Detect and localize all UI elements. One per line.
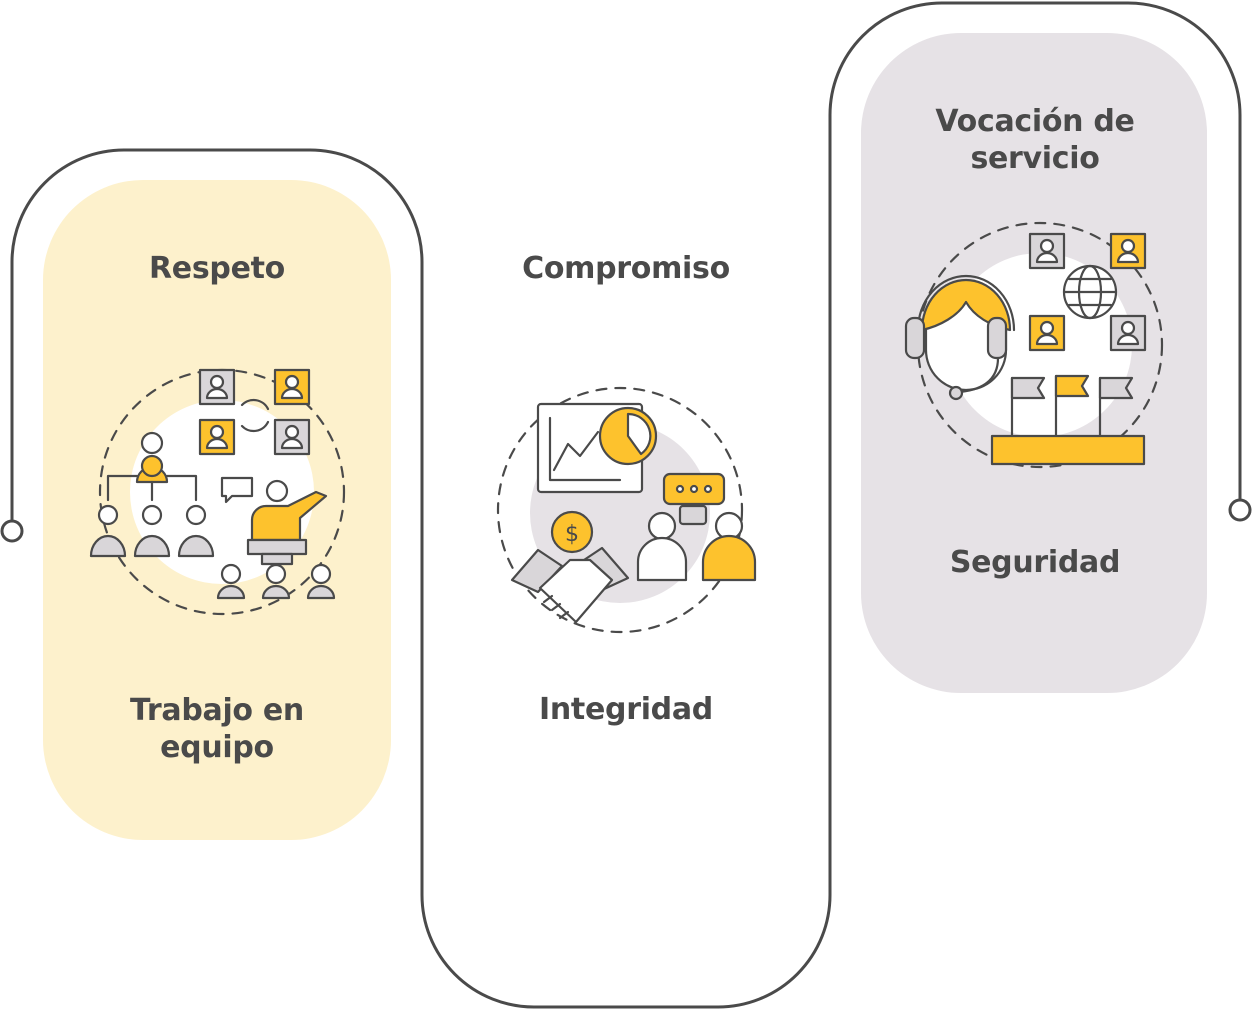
team-presentation-icon: [89, 368, 346, 616]
connector-line: [10, 1, 1242, 1009]
handshake-agreement-icon: $: [496, 386, 757, 634]
compromiso-label: Compromiso: [522, 251, 730, 286]
customer-service-icon: [904, 221, 1164, 469]
integridad-label: Integridad: [539, 692, 713, 727]
end-node: [1228, 498, 1252, 522]
respeto-label: Respeto: [149, 251, 285, 286]
start-node: [0, 519, 24, 543]
trabajo-en-equipo-label: Trabajo en equipo: [130, 693, 304, 765]
seguridad-label: Seguridad: [949, 545, 1121, 580]
vocacion-de-servicio-label: Vocación de servicio: [935, 104, 1135, 176]
svg-text:$: $: [565, 522, 579, 547]
